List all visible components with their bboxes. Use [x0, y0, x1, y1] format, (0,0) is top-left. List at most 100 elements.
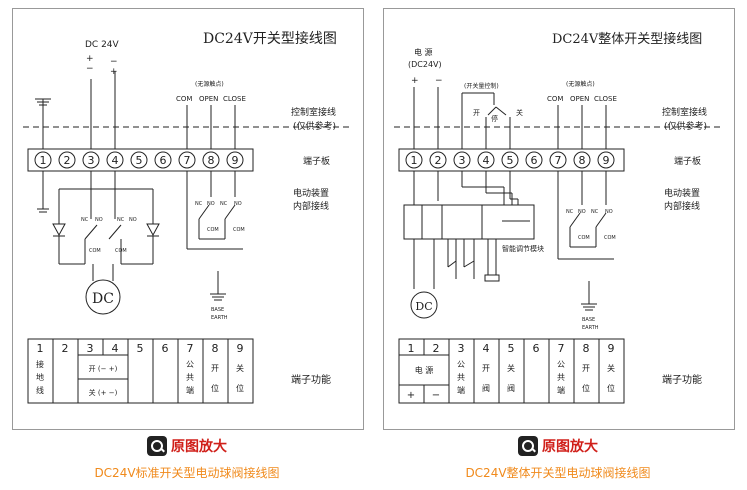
limit-com-a: COM — [578, 235, 590, 241]
func-t7-a: 公 — [186, 360, 194, 369]
func-col-2: 2 — [433, 342, 440, 355]
zoom-original-label: 原图放大 — [171, 439, 227, 455]
terminal-5: 5 — [507, 154, 514, 167]
zoom-original-button-right[interactable]: 原图放大 — [518, 436, 598, 456]
limit-nc-a: NC — [566, 209, 574, 215]
func-t3-a: 公 — [457, 360, 465, 369]
func-t7-b: 共 — [557, 373, 565, 382]
limit-no-a: NO — [207, 201, 215, 207]
terminal-strip: 1 2 3 4 5 6 7 8 9 — [405, 151, 615, 169]
func-col-7: 7 — [558, 342, 565, 355]
search-icon — [147, 436, 167, 456]
func-t5-b: 阀 — [507, 384, 515, 393]
contact-com-b: COM — [115, 248, 127, 254]
signal-com: COM — [176, 95, 192, 103]
func-col-1: 1 — [37, 342, 44, 355]
terminal-9: 9 — [232, 154, 239, 167]
func-t7-b: 共 — [186, 373, 194, 382]
smart-module-label: 智能调节模块 — [502, 244, 544, 253]
control-room-label: 控制室接线 — [291, 106, 336, 118]
reference-only-label: (仅供参考) — [664, 120, 707, 132]
zoom-original-label: 原图放大 — [542, 439, 598, 455]
dry-contact-note: (无源触点) — [195, 80, 224, 88]
func-t8-b: 位 — [211, 383, 219, 393]
earth-label-2: EARTH — [211, 315, 228, 321]
func-t9-a: 关 — [607, 363, 615, 373]
polarity-minus-3: − — [86, 64, 94, 74]
terminal-7: 7 — [184, 154, 191, 167]
func-col-6: 6 — [533, 342, 540, 355]
function-title: 端子功能 — [291, 373, 331, 386]
switch-close: 关 — [516, 108, 523, 117]
func-col-7: 7 — [187, 342, 194, 355]
terminal-6: 6 — [531, 154, 538, 167]
signal-close: CLOSE — [223, 95, 246, 103]
standard-wiring-diagram: 1 2 3 4 5 6 7 8 9 DC24V开关型接线图 DC 24V + −… — [23, 30, 353, 404]
dc-motor: DC — [92, 291, 114, 307]
func-col-1: 1 — [408, 342, 415, 355]
left-caption-block: 原图放大 DC24V标准开关型电动球阀接线图 — [12, 436, 362, 481]
func-close-polarity: 关 (+ −) — [89, 388, 118, 397]
function-title: 端子功能 — [662, 373, 702, 386]
terminal-7: 7 — [555, 154, 562, 167]
limit-nc-b: NC — [591, 209, 599, 215]
limit-com-b: COM — [233, 227, 245, 233]
contact-com-a: COM — [89, 248, 101, 254]
terminal-function-table: 1 2 3 4 5 6 7 8 9 电 源 + − 公 共 端 开 阀 关 阀 … — [407, 342, 615, 401]
internal-label-1: 电动装置 — [293, 187, 329, 199]
terminal-8: 8 — [579, 154, 586, 167]
right-caption[interactable]: DC24V整体开关型电动球阀接线图 — [465, 466, 651, 480]
func-col-8: 8 — [583, 342, 590, 355]
limit-nc-b: NC — [220, 201, 228, 207]
func-minus: − — [432, 390, 440, 401]
terminal-strip: 1 2 3 4 5 6 7 8 9 — [34, 151, 244, 169]
switch-stop: 停 — [491, 114, 498, 123]
right-caption-block: 原图放大 DC24V整体开关型电动球阀接线图 — [383, 436, 733, 481]
terminal-9: 9 — [603, 154, 610, 167]
signal-open: OPEN — [570, 95, 589, 103]
terminal-board-label: 端子板 — [674, 155, 701, 167]
func-t4-b: 阀 — [482, 384, 490, 393]
func-t4-a: 开 — [482, 364, 490, 373]
terminal-board-label: 端子板 — [303, 155, 330, 167]
integrated-wiring-diagram: 1 2 3 4 5 6 7 8 9 DC24V整体开关型接线图 电 源 (DC2… — [394, 31, 724, 404]
limit-no-b: NO — [605, 209, 613, 215]
func-t7-c: 端 — [186, 385, 194, 395]
limit-no-b: NO — [234, 201, 242, 207]
func-col-5: 5 — [508, 342, 515, 355]
internal-label-1: 电动装置 — [664, 187, 700, 199]
polarity-plus: + — [411, 76, 419, 86]
signal-close: CLOSE — [594, 95, 617, 103]
func-col-9: 9 — [608, 342, 615, 355]
terminal-1: 1 — [40, 154, 47, 167]
limit-no-a: NO — [578, 209, 586, 215]
func-col-9: 9 — [237, 342, 244, 355]
signal-com: COM — [547, 95, 563, 103]
func-t3-b: 共 — [457, 373, 465, 382]
func-t9-a: 关 — [236, 363, 244, 373]
polarity-plus-4: + — [110, 67, 118, 77]
terminal-2: 2 — [435, 154, 442, 167]
func-t9-b: 位 — [236, 383, 244, 393]
terminal-3: 3 — [459, 154, 466, 167]
terminal-8: 8 — [208, 154, 215, 167]
control-room-label: 控制室接线 — [662, 106, 707, 118]
func-open-polarity: 开 (− +) — [89, 365, 118, 373]
terminal-5: 5 — [136, 154, 143, 167]
func-col-3: 3 — [458, 342, 465, 355]
switch-control-note: (开关量控制) — [464, 82, 499, 90]
dry-contact-note: (无源触点) — [566, 80, 595, 88]
integrated-wiring-panel: 1 2 3 4 5 6 7 8 9 DC24V整体开关型接线图 电 源 (DC2… — [383, 8, 735, 430]
terminal-4: 4 — [483, 154, 490, 167]
standard-wiring-panel: 1 2 3 4 5 6 7 8 9 DC24V开关型接线图 DC 24V + −… — [12, 8, 364, 430]
func-t5-a: 关 — [507, 363, 515, 373]
func-t1-a: 接 — [36, 359, 44, 369]
func-t1-c: 线 — [36, 385, 44, 395]
terminal-function-table: 1 2 3 4 5 6 7 8 9 接 地 线 开 (− +) 关 (+ −) … — [36, 342, 244, 397]
zoom-original-button-left[interactable]: 原图放大 — [147, 436, 227, 456]
supply-label: 电 源 — [414, 47, 433, 57]
limit-nc-a: NC — [195, 201, 203, 207]
left-caption[interactable]: DC24V标准开关型电动球阀接线图 — [94, 466, 280, 480]
supply-label: DC 24V — [85, 40, 120, 50]
func-t7-a: 公 — [557, 360, 565, 369]
